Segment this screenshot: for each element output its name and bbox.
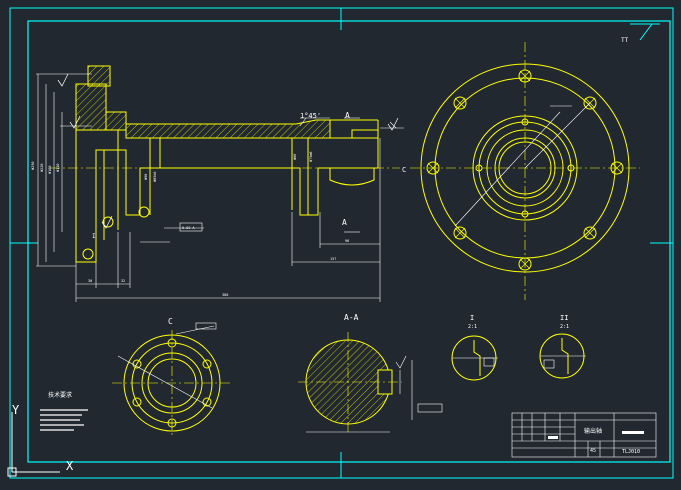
section-mark-c: C xyxy=(402,166,406,174)
section-mark-a-bottom: A xyxy=(342,218,347,227)
section-aa-dimensions xyxy=(306,355,443,433)
svg-text:Φ110: Φ110 xyxy=(56,164,60,172)
svg-text:96: 96 xyxy=(345,239,349,243)
ucs-icon xyxy=(7,412,60,477)
section-c-title: C xyxy=(168,317,173,326)
section-aa-centerlines xyxy=(298,332,402,432)
svg-text:Φ220: Φ220 xyxy=(40,164,44,172)
detail-1-leaders xyxy=(452,357,498,367)
detail-2-scale: 2:1 xyxy=(560,324,569,330)
detail-1-title: I xyxy=(470,314,474,322)
taper-angle: 1°45' xyxy=(300,112,321,120)
roughness-marks xyxy=(57,73,399,229)
svg-text:Φ90: Φ90 xyxy=(144,174,148,180)
main-shaft-view[interactable] xyxy=(75,65,379,263)
title-block-material: 45 xyxy=(590,448,596,454)
corner-code: TT xyxy=(621,37,629,44)
detail-mark-i: I xyxy=(92,233,96,240)
title-block-part-name: 输出轴 xyxy=(584,427,602,435)
svg-text:157: 157 xyxy=(330,257,336,261)
sheet-frame xyxy=(9,7,674,479)
detail-2-title: II xyxy=(560,314,568,322)
section-c-centerlines xyxy=(112,330,232,438)
svg-text:32: 32 xyxy=(121,279,125,283)
svg-text:Φ250: Φ250 xyxy=(31,162,35,170)
title-block-cell-text xyxy=(548,431,644,439)
ucs-y-label: Y xyxy=(12,403,20,417)
ucs-x-label: X xyxy=(66,459,74,473)
svg-text:Φ75m6: Φ75m6 xyxy=(309,151,313,162)
tech-notes-lines xyxy=(40,409,88,431)
svg-text:30: 30 xyxy=(88,279,92,283)
section-mark-a-top: A xyxy=(345,111,350,120)
title-block-drawing-no: TLJ010 xyxy=(622,449,640,455)
tech-notes-heading: 技术要求 xyxy=(48,391,72,399)
svg-text:Φ160: Φ160 xyxy=(48,166,52,174)
svg-text:0.02 A: 0.02 A xyxy=(182,226,196,230)
svg-text:Φ80: Φ80 xyxy=(293,154,297,160)
main-dimensions xyxy=(36,73,404,302)
detail-2-leaders xyxy=(540,355,586,369)
section-aa-title: A-A xyxy=(344,313,359,322)
section-c-leaders xyxy=(117,322,217,409)
end-view-leaders xyxy=(454,102,591,227)
svg-text:Φ85k6: Φ85k6 xyxy=(153,171,157,182)
svg-text:380: 380 xyxy=(222,293,228,297)
main-dim-numbers: 380 157 96 30 32 Φ250 Φ220 Φ160 Φ110 Φ90… xyxy=(31,151,349,297)
detail-1-scale: 2:1 xyxy=(468,324,477,330)
end-view-centerlines xyxy=(410,42,640,300)
title-block[interactable] xyxy=(511,412,657,458)
